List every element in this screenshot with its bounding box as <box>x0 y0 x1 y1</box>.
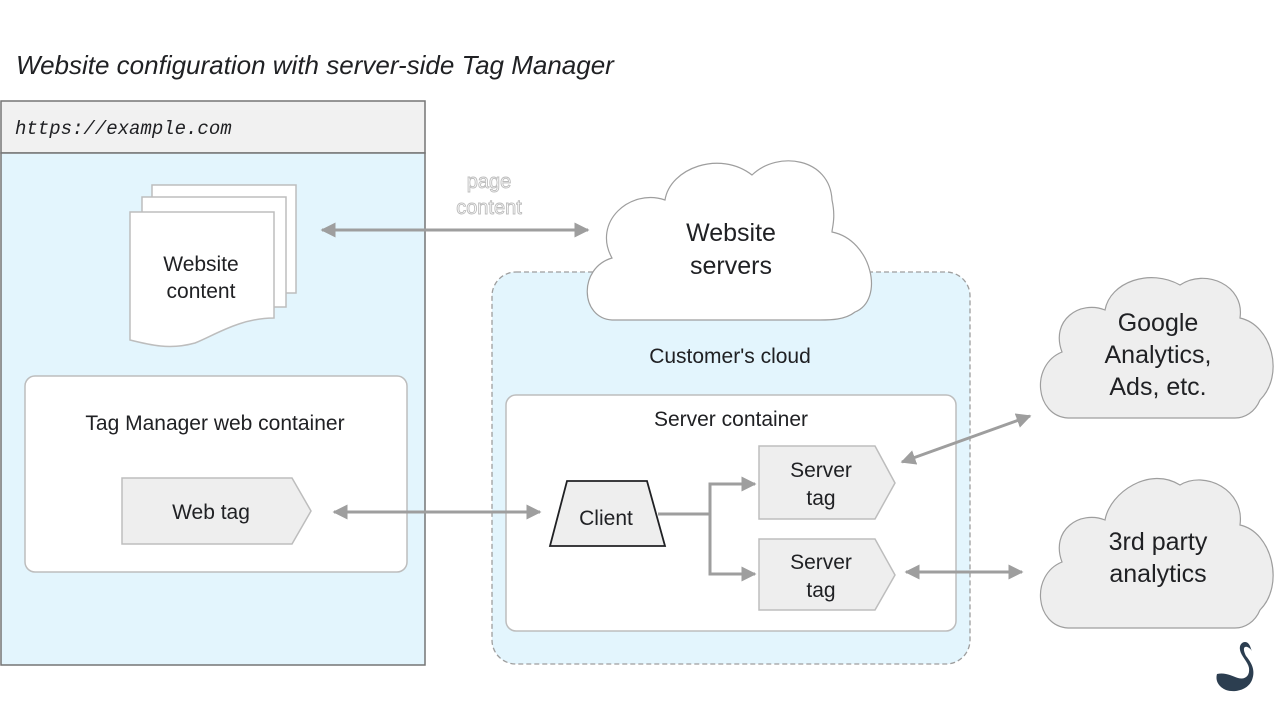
client-label: Client <box>579 507 633 530</box>
server-tag-2-line2: tag <box>806 579 835 602</box>
third-party-line1: 3rd party <box>1109 528 1208 556</box>
server-tag-google-arrow <box>900 413 1032 465</box>
website-content-line1: Website <box>163 253 238 276</box>
page-content-label-line1: page <box>467 171 512 193</box>
google-cloud-line3: Ads, etc. <box>1109 373 1206 401</box>
client-shape <box>548 480 667 547</box>
web-tag-label: Web tag <box>172 501 250 524</box>
google-analytics-cloud: Google Analytics, Ads, etc. <box>1039 277 1274 419</box>
third-party-line2: analytics <box>1109 560 1206 588</box>
website-content-document: Website content <box>129 184 297 348</box>
google-cloud-line1: Google <box>1118 309 1199 337</box>
third-party-cloud: 3rd party analytics <box>1039 478 1274 629</box>
client-server-tag-2-arrow <box>708 514 757 582</box>
website-servers-line2: servers <box>690 252 772 280</box>
server-tag-2-line1: Server <box>790 551 852 574</box>
website-servers-line1: Website <box>686 219 776 247</box>
page-content-label-line2: content <box>456 197 522 219</box>
server-tag-2-shape <box>758 538 896 611</box>
google-cloud-line2: Analytics, <box>1105 341 1212 369</box>
web-container: Tag Manager web container Web tag <box>24 375 408 573</box>
server-tag-1-line1: Server <box>790 459 852 482</box>
diagram-title: Website configuration with server-side T… <box>16 50 615 80</box>
website-servers-cloud: Website servers <box>586 160 872 321</box>
web-container-label: Tag Manager web container <box>85 412 344 435</box>
server-tag-1-shape <box>758 445 896 520</box>
url-bar <box>0 100 426 154</box>
server-tag-1-line2: tag <box>806 487 835 510</box>
swan-icon <box>1216 642 1254 692</box>
server-container-label: Server container <box>654 408 808 431</box>
website-content-line2: content <box>167 280 236 303</box>
url-text: https://example.com <box>15 118 232 140</box>
customers-cloud-label: Customer's cloud <box>649 345 811 368</box>
server-container: Server container Client Server tag Serve… <box>505 394 957 632</box>
web-tag-shape <box>121 477 312 545</box>
client-server-tag-1-arrow <box>658 476 757 516</box>
